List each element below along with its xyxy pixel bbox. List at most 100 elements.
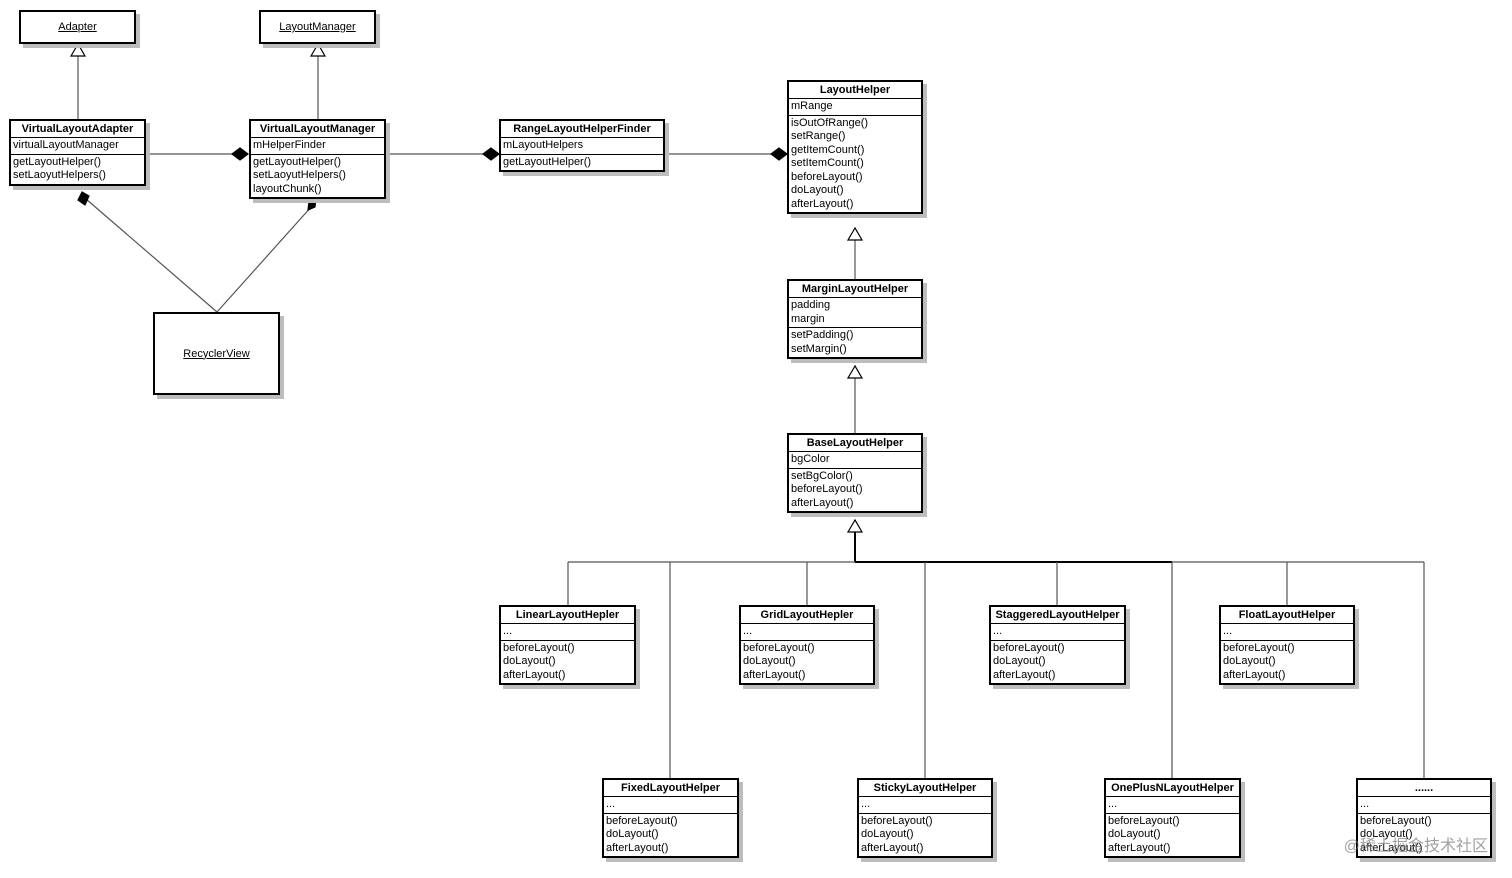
method: beforeLayout() — [1108, 814, 1180, 827]
methods-section: getLayoutHelper()setLaoyutHelpers()layou… — [251, 155, 384, 198]
methods-section: beforeLayout()doLayout()afterLayout() — [1221, 641, 1353, 684]
recycler-view-box: RecyclerView — [153, 312, 280, 395]
method: beforeLayout() — [1360, 814, 1432, 827]
method: setBgColor() — [791, 469, 853, 482]
method: doLayout() — [861, 828, 914, 840]
attributes-section: mLayoutHelpers — [501, 138, 663, 155]
methods-section: getLayoutHelper() — [501, 155, 663, 171]
method: setLaoyutHelpers() — [13, 169, 106, 181]
inherit-arrow-layout-manager — [309, 42, 327, 57]
methods-section: getLayoutHelper()setLaoyutHelpers() — [11, 155, 144, 184]
staggered-layout-helper-class: StaggeredLayoutHelper...beforeLayout()do… — [989, 605, 1126, 685]
attributes-section: mRange — [789, 99, 921, 116]
class-name: OnePlusNLayoutHelper — [1106, 780, 1239, 797]
method: setRange() — [791, 130, 846, 142]
class-name: LayoutHelper — [789, 82, 921, 99]
attributes-section: ... — [991, 624, 1124, 641]
composition-diamond-manager-bottom — [307, 197, 317, 211]
attributes-section: ... — [604, 797, 737, 814]
fixed-layout-helper-class: FixedLayoutHelper...beforeLayout()doLayo… — [602, 778, 739, 858]
attributes-section: ... — [1106, 797, 1239, 814]
method: getLayoutHelper() — [13, 155, 102, 168]
method: doLayout() — [1108, 828, 1161, 840]
composition-diamond-adapter-bottom — [77, 191, 90, 206]
composition-diamond-finder — [482, 147, 500, 161]
method: doLayout() — [791, 184, 844, 196]
method: beforeLayout() — [503, 641, 575, 654]
class-name: LinearLayoutHepler — [501, 607, 634, 624]
inherit-arrow-margin-helper — [846, 364, 864, 379]
attribute: margin — [791, 312, 825, 325]
class-name: GridLayoutHepler — [741, 607, 873, 624]
method: afterLayout() — [1360, 841, 1423, 854]
method: beforeLayout() — [743, 641, 815, 654]
adapter-box: Adapter — [19, 10, 136, 44]
method: beforeLayout() — [861, 814, 933, 827]
attribute: ... — [1223, 625, 1233, 637]
attribute: ... — [1108, 798, 1118, 810]
method: doLayout() — [993, 655, 1046, 667]
class-name: RangeLayoutHelperFinder — [501, 121, 663, 138]
attribute: ... — [861, 798, 871, 810]
method: setPadding() — [791, 329, 854, 341]
attributes-section: virtualLayoutManager — [11, 138, 144, 155]
methods-section: beforeLayout()doLayout()afterLayout() — [991, 641, 1124, 684]
one-plus-n-layout-helper-class: OnePlusNLayoutHelper... beforeLayout()doL… — [1104, 778, 1241, 858]
association-edge-recycler-adapter — [85, 198, 218, 313]
method: beforeLayout() — [606, 814, 678, 827]
class-name: MarginLayoutHelper — [789, 281, 921, 298]
method: beforeLayout() — [791, 483, 863, 495]
method: afterLayout() — [993, 668, 1056, 681]
composition-diamond-helper — [770, 147, 788, 161]
method: beforeLayout() — [1223, 641, 1295, 654]
methods-section: isOutOfRange()setRange()getItemCount()se… — [789, 116, 921, 213]
grid-layout-hepler-class: GridLayoutHepler...beforeLayout()doLayou… — [739, 605, 875, 685]
inherit-arrow-base-helper — [846, 518, 864, 533]
class-name: FloatLayoutHelper — [1221, 607, 1353, 624]
methods-section: beforeLayout()doLayout()afterLayout() — [501, 641, 634, 684]
method: afterLayout() — [503, 668, 566, 681]
attribute: mHelperFinder — [253, 139, 326, 151]
attributes-section: ... — [859, 797, 991, 814]
methods-section: setPadding()setMargin() — [789, 328, 921, 357]
attribute: ... — [606, 798, 616, 810]
method: beforeLayout() — [993, 641, 1065, 654]
watermark: @稀土掘金技术社区 — [1343, 838, 1488, 855]
recycler-view-label: RecyclerView — [183, 347, 250, 360]
attributes-section: ... — [741, 624, 873, 641]
inherit-arrow-layout-helper — [846, 226, 864, 241]
inherit-arrow-adapter — [69, 42, 87, 57]
composition-diamond-manager — [231, 147, 249, 161]
method: layoutChunk() — [253, 182, 322, 195]
methods-section: setBgColor()beforeLayout()afterLayout() — [789, 469, 921, 512]
attribute: virtualLayoutManager — [13, 139, 119, 151]
attribute: ... — [503, 625, 513, 637]
method: getItemCount() — [791, 143, 865, 156]
sticky-layout-helper-class: StickyLayoutHelper... beforeLayout()doLay… — [857, 778, 993, 858]
method: beforeLayout() — [791, 170, 863, 183]
attribute: bgColor — [791, 453, 830, 465]
class-name: BaseLayoutHelper — [789, 435, 921, 452]
method: afterLayout() — [606, 841, 669, 854]
method: afterLayout() — [743, 668, 806, 681]
methods-section: beforeLayout()doLayout()afterLayout() — [859, 814, 991, 857]
method: setItemCount() — [791, 157, 864, 169]
method: afterLayout() — [1223, 668, 1286, 681]
method: doLayout() — [1223, 655, 1276, 667]
method: afterLayout() — [791, 496, 854, 509]
linear-layout-hepler-class: LinearLayoutHepler... beforeLayout()doLay… — [499, 605, 636, 685]
method: doLayout() — [606, 828, 659, 840]
method: setMargin() — [791, 342, 847, 355]
class-name: ...... — [1358, 780, 1490, 797]
attributes-section: mHelperFinder — [251, 138, 384, 155]
method: getLayoutHelper() — [503, 155, 592, 168]
layout-manager-box: LayoutManager — [259, 10, 376, 44]
class-name: StickyLayoutHelper — [859, 780, 991, 797]
method: isOutOfRange() — [791, 116, 869, 129]
